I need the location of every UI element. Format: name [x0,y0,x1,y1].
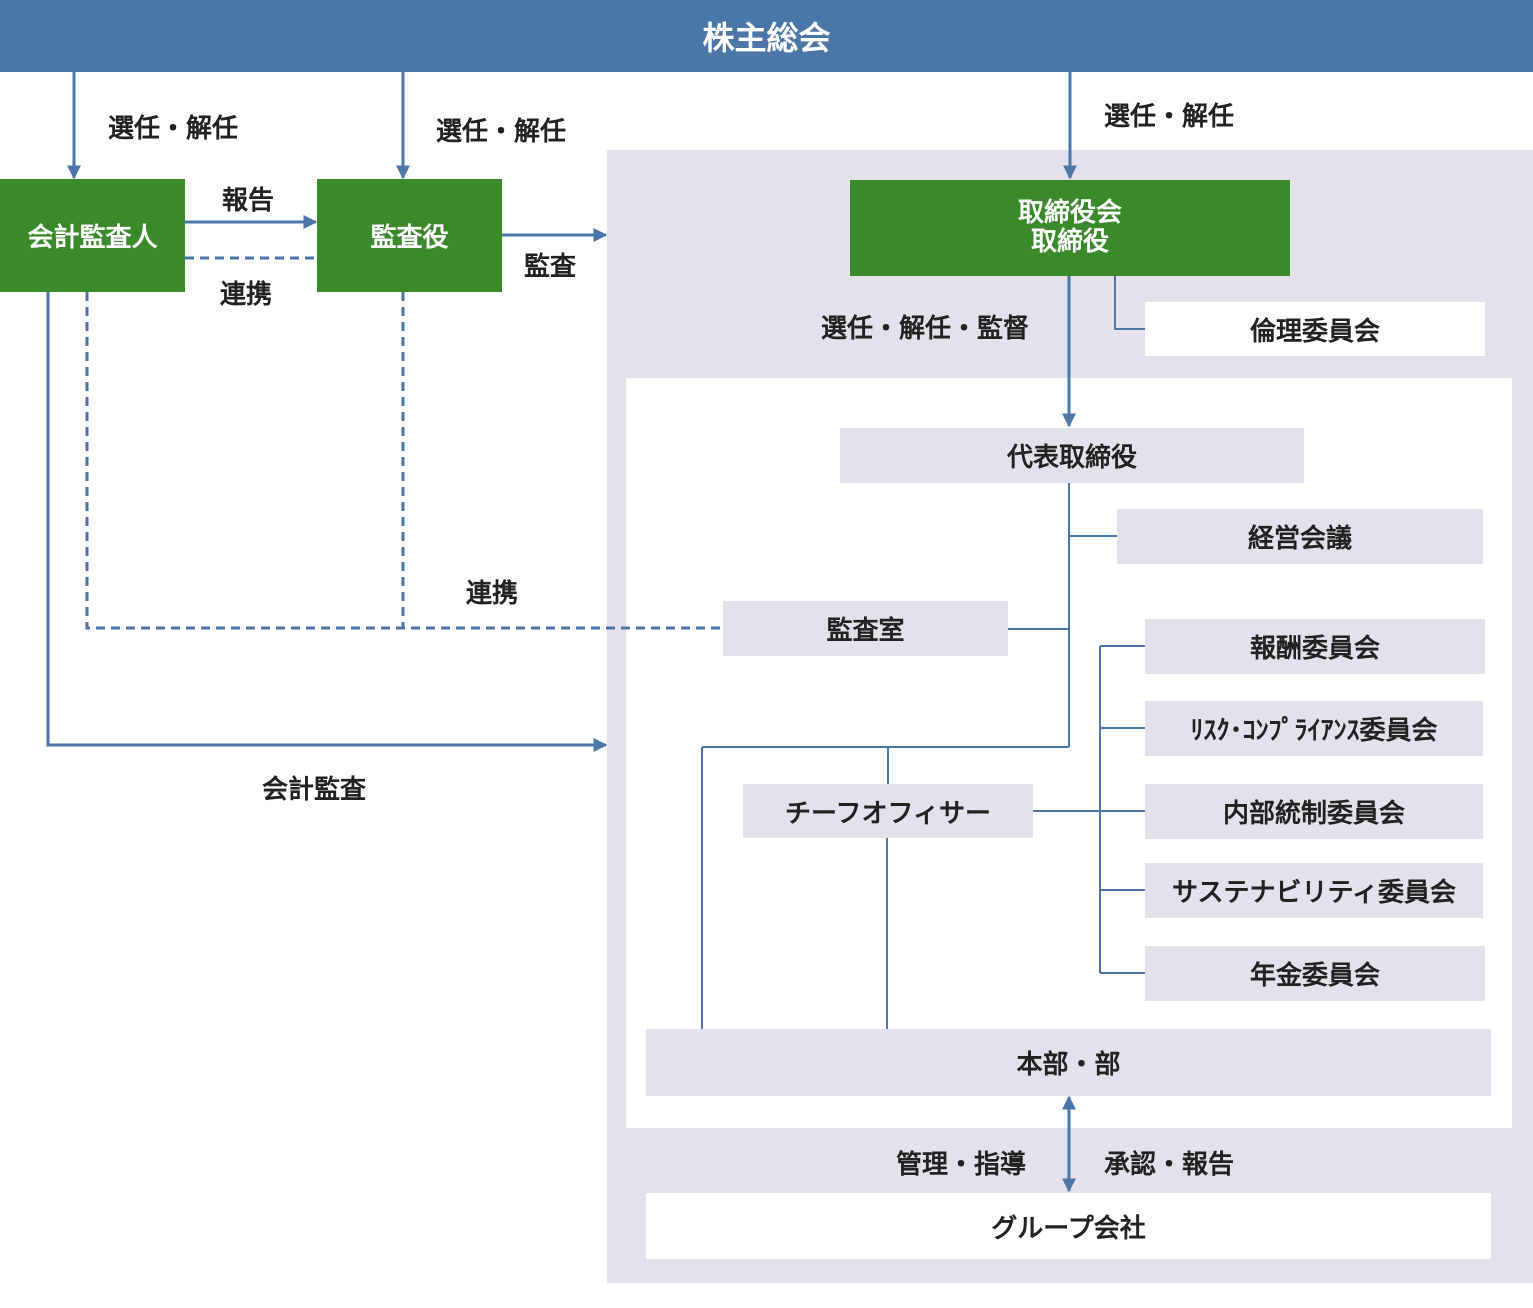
management-meeting-box: 経営会議 [1117,509,1483,564]
label-cooperation-auditors: 連携 [220,280,273,310]
chief-officer-box: チーフオフィサー [743,784,1033,838]
audit-office-box: 監査室 [723,601,1008,656]
label-manage-guide: 管理・指導 [896,1150,1027,1180]
board-of-directors-box: 取締役会 取締役 [850,180,1290,276]
label-approve-report: 承認・報告 [1104,1150,1235,1180]
label-accounting-audit: 会計監査 [262,775,367,805]
auditor-box: 監査役 [317,179,502,292]
ethics-committee-box: 倫理委員会 [1145,302,1485,356]
internal-control-committee-box: 内部統制委員会 [1145,784,1483,839]
label-appoint-dismiss-auditor: 選任・解任 [436,117,567,147]
dash-accounting-to-audit-office [85,292,722,630]
risk-compliance-committee-box: ﾘｽｸ･ｺﾝﾌﾟﾗｲｱﾝｽ委員会 [1145,701,1483,756]
sustainability-committee-box: サステナビリティ委員会 [1145,863,1483,918]
label-audit: 監査 [524,252,577,282]
pension-committee-box: 年金委員会 [1145,946,1485,1001]
label-appoint-dismiss-board: 選任・解任 [1104,102,1235,132]
group-companies-box: グループ会社 [646,1193,1491,1259]
representative-director-box: 代表取締役 [840,428,1304,483]
headquarters-box: 本部・部 [646,1029,1491,1096]
directors-title: 取締役 [1030,227,1109,257]
label-appoint-dismiss-accounting: 選任・解任 [108,114,239,144]
board-title: 取締役会 [1017,198,1122,228]
label-cooperation-audit-office: 連携 [466,579,519,609]
shareholders-meeting-banner: 株主総会 [0,0,1533,72]
compensation-committee-box: 報酬委員会 [1145,619,1485,674]
arrow-accounting-audit [46,292,608,752]
label-appoint-dismiss-supervise: 選任・解任・監督 [821,314,1030,344]
label-report: 報告 [222,186,275,216]
line-board-to-ethics [1114,276,1145,330]
accounting-auditor-box: 会計監査人 [0,179,185,292]
